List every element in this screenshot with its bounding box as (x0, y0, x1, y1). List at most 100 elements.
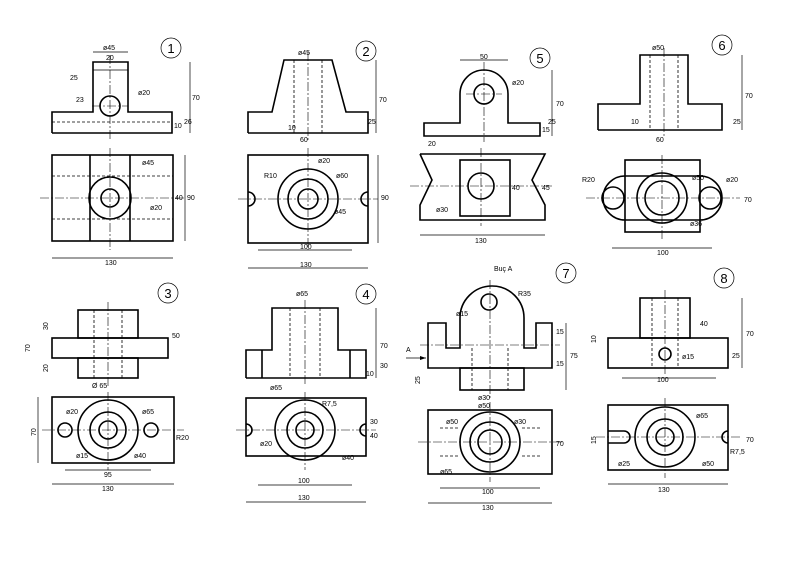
svg-text:6: 6 (718, 38, 725, 53)
figure-2-front-view (247, 52, 369, 140)
svg-text:70: 70 (380, 343, 388, 350)
svg-text:8: 8 (720, 271, 727, 286)
svg-text:70: 70 (25, 344, 32, 352)
figure-4-front-view (245, 300, 367, 386)
figure-1-dimensions: ø45 20 25 23 ø20 70 10 26 ø45 40 90 ø20 … (52, 45, 200, 267)
svg-text:50: 50 (172, 333, 180, 340)
svg-text:130: 130 (102, 486, 114, 493)
svg-text:25: 25 (70, 75, 78, 82)
svg-text:15: 15 (542, 127, 550, 134)
svg-text:23: 23 (76, 97, 84, 104)
svg-text:R20: R20 (176, 435, 189, 442)
svg-text:70: 70 (556, 101, 564, 108)
svg-text:26: 26 (184, 119, 192, 126)
svg-text:ø45: ø45 (298, 50, 310, 57)
svg-text:70: 70 (31, 428, 38, 436)
svg-text:60: 60 (656, 137, 664, 144)
svg-text:50: 50 (480, 54, 488, 61)
svg-text:5: 5 (536, 51, 543, 66)
svg-text:45: 45 (542, 185, 550, 192)
svg-text:R7,5: R7,5 (322, 401, 337, 408)
svg-text:ø65: ø65 (440, 469, 452, 476)
svg-text:25: 25 (732, 353, 740, 360)
svg-text:20: 20 (428, 141, 436, 148)
svg-text:90: 90 (381, 195, 389, 202)
svg-text:ø45: ø45 (334, 209, 346, 216)
figure-8-top-view (596, 398, 740, 478)
svg-text:ø50: ø50 (652, 45, 664, 52)
svg-text:40: 40 (370, 433, 378, 440)
svg-text:ø25: ø25 (618, 461, 630, 468)
figure-4-dimensions: ø65 70 30 10 ø65 R7,5 30 40 ø20 ø40 100 … (246, 291, 388, 503)
svg-text:95: 95 (104, 472, 112, 479)
figure-8-number: 8 (713, 267, 735, 289)
svg-text:90: 90 (187, 195, 195, 202)
figure-5-front-view (423, 62, 541, 142)
svg-text:Ø 65: Ø 65 (92, 383, 107, 390)
svg-text:100: 100 (298, 478, 310, 485)
svg-text:60: 60 (300, 137, 308, 144)
svg-text:130: 130 (475, 238, 487, 245)
figure-6: 6 ø50 70 25 10 60 R20 ø50 ø20 70 ø36 100 (582, 34, 753, 257)
svg-text:ø50: ø50 (478, 403, 490, 410)
svg-text:25: 25 (548, 119, 556, 126)
svg-text:ø45: ø45 (103, 45, 115, 52)
svg-text:ø65: ø65 (270, 385, 282, 392)
svg-text:ø65: ø65 (296, 291, 308, 298)
figure-5-dimensions: 50 ø20 70 15 25 20 ø30 40 45 130 (420, 54, 564, 245)
figure-7-dimensions: R35 ø15 15 75 15 25 ø30 ø50 ø50 ø30 70 ø… (406, 291, 578, 512)
figure-7-number: 7 (555, 262, 577, 284)
figure-4: 4 ø65 70 30 10 ø65 R7,5 30 40 ø20 ø40 10… (236, 283, 388, 503)
svg-text:ø50: ø50 (446, 419, 458, 426)
svg-text:7: 7 (562, 266, 569, 281)
svg-text:ø20: ø20 (138, 90, 150, 97)
svg-text:100: 100 (482, 489, 494, 496)
svg-text:130: 130 (298, 495, 310, 502)
svg-text:ø20: ø20 (726, 177, 738, 184)
svg-text:10: 10 (174, 123, 182, 130)
figure-4-top-view (236, 392, 376, 470)
svg-text:ø15: ø15 (76, 453, 88, 460)
figure-3-front-view (51, 302, 169, 386)
svg-text:2: 2 (362, 44, 369, 59)
svg-text:ø40: ø40 (342, 455, 354, 462)
figure-8-front-view (607, 290, 729, 376)
svg-text:100: 100 (300, 244, 312, 251)
figure-1-front-view (51, 55, 173, 140)
svg-text:40: 40 (175, 195, 183, 202)
figure-6-front-view (597, 48, 723, 138)
figure-7-front-view (406, 280, 560, 398)
figure-6-top-view (586, 155, 740, 240)
svg-text:30: 30 (43, 322, 50, 330)
figure-1-top-view (40, 148, 185, 250)
figure-2-top-view (238, 148, 378, 250)
svg-text:15: 15 (556, 361, 564, 368)
svg-text:ø36: ø36 (690, 221, 702, 228)
svg-text:1: 1 (167, 41, 174, 56)
svg-text:70: 70 (192, 95, 200, 102)
svg-text:30: 30 (370, 419, 378, 426)
figure-6-number: 6 (711, 34, 733, 56)
svg-text:R10: R10 (264, 173, 277, 180)
figure-3-dimensions: 30 50 70 20 Ø 65 ø20 ø65 70 R20 ø15 ø40 … (25, 322, 189, 493)
figure-7: 7 Buç A R35 ø15 15 75 15 25 ø30 ø50 (406, 262, 578, 512)
svg-text:75: 75 (570, 353, 578, 360)
svg-text:ø20: ø20 (260, 441, 272, 448)
svg-text:ø60: ø60 (336, 173, 348, 180)
figure-5: 5 50 ø20 70 15 25 20 ø30 40 45 130 (410, 47, 564, 245)
svg-text:130: 130 (105, 260, 117, 267)
svg-text:70: 70 (556, 441, 564, 448)
svg-text:40: 40 (700, 321, 708, 328)
svg-text:25: 25 (415, 376, 422, 384)
svg-text:15: 15 (556, 329, 564, 336)
svg-text:ø15: ø15 (682, 354, 694, 361)
svg-text:ø40: ø40 (134, 453, 146, 460)
svg-text:ø50: ø50 (702, 461, 714, 468)
figure-3: 3 30 50 70 20 Ø 65 ø20 ø65 70 R20 ø15 ø4… (25, 282, 189, 493)
svg-text:70: 70 (744, 197, 752, 204)
svg-text:ø45: ø45 (142, 160, 154, 167)
svg-text:100: 100 (657, 250, 669, 257)
svg-text:R7,5: R7,5 (730, 449, 745, 456)
svg-text:ø20: ø20 (150, 205, 162, 212)
